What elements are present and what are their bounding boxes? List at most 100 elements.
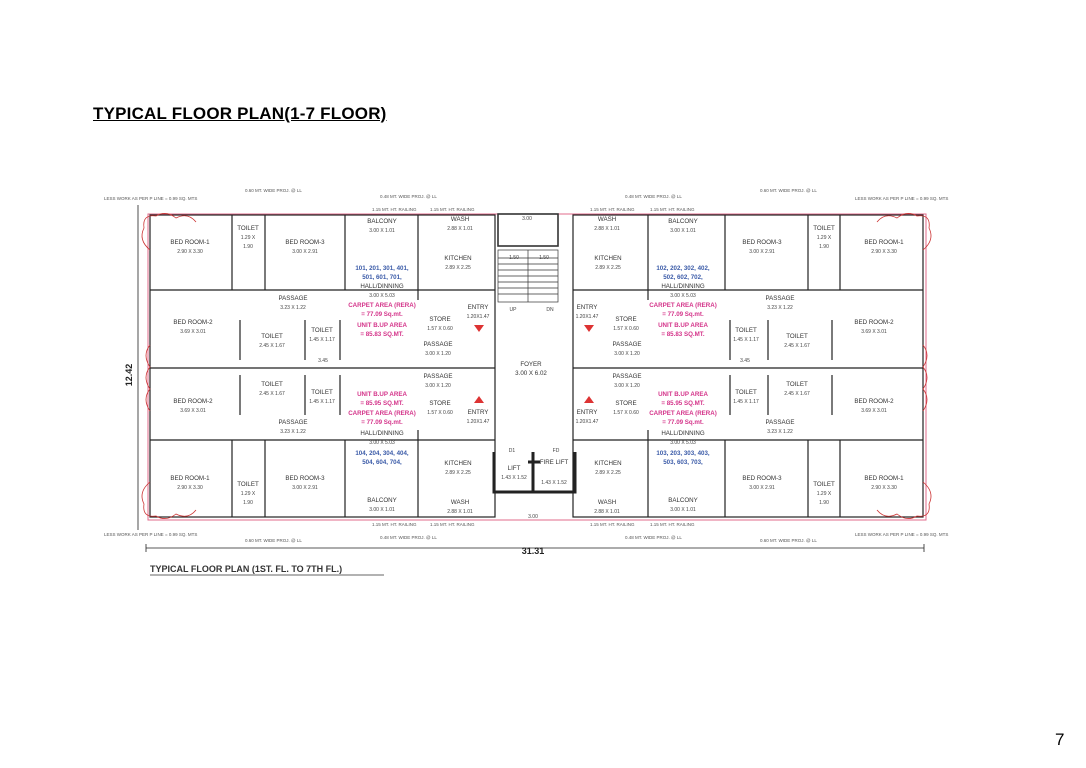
entry-arrow-br <box>584 396 594 403</box>
note-railing-br: 1.15 MT. HT. RAILING <box>590 522 635 527</box>
br-bed3-dim: 3.00 X 2.91 <box>749 485 775 491</box>
tl-passage-dim: 3.23 X 1.22 <box>280 305 306 311</box>
tl-entry: ENTRY <box>468 304 489 311</box>
tl-toilet-b: 1.90 <box>243 244 253 250</box>
staircase <box>497 249 559 303</box>
br-hall: HALL/DINNING <box>661 430 705 437</box>
br-entry: ENTRY <box>577 409 598 416</box>
tl-flats-2: 501, 601, 701, <box>362 274 402 281</box>
bl-passage-dim: 3.23 X 1.22 <box>280 429 306 435</box>
foyer-dim: 3.00 X 6.02 <box>515 370 547 377</box>
br-toilet: TOILET <box>813 481 835 488</box>
br-toilet2-dim: 2.45 X 1.67 <box>784 391 810 397</box>
overall-height: 12.42 <box>124 364 134 387</box>
bl-entry: ENTRY <box>468 409 489 416</box>
br-kitchen: KITCHEN <box>594 460 621 467</box>
tl-passage2: PASSAGE <box>423 341 452 348</box>
br-wash: WASH <box>598 499 616 506</box>
note-proj-tl: 0.60 MT. WIDE PROJ. @ LL <box>245 188 302 193</box>
bl-bed1-dim: 2.90 X 3.30 <box>177 485 203 491</box>
entry-arrow-bl <box>474 396 484 403</box>
tr-bed3-dim: 3.00 X 2.91 <box>749 249 775 255</box>
tr-toilet: TOILET <box>813 225 835 232</box>
bl-balcony: BALCONY <box>367 497 397 504</box>
br-bed3: BED ROOM-3 <box>742 475 782 482</box>
tl-bed1-dim: 2.90 X 3.30 <box>177 249 203 255</box>
tr-store-dim: 1.57 X 0.60 <box>613 326 639 332</box>
bl-toilet2: TOILET <box>261 381 283 388</box>
tl-bed2: BED ROOM-2 <box>173 319 213 326</box>
br-passage2-dim: 3.00 X 1.20 <box>614 383 640 389</box>
tl-duct: 3.45 <box>318 358 328 364</box>
tl-bed3-dim: 3.00 X 2.91 <box>292 249 318 255</box>
tl-bed1: BED ROOM-1 <box>170 239 210 246</box>
tl-wash-dim: 2.88 X 1.01 <box>447 226 473 232</box>
tl-toilet3-dim: 1.45 X 1.17 <box>309 337 335 343</box>
bl-bed2-dim: 3.69 X 3.01 <box>180 408 206 414</box>
tr-flats-1: 102, 202, 302, 402, <box>656 265 710 272</box>
tl-kitchen-dim: 2.89 X 2.25 <box>445 265 471 271</box>
bl-toilet3-dim: 1.45 X 1.17 <box>309 399 335 405</box>
tl-bed3: BED ROOM-3 <box>285 239 325 246</box>
bl-bed1: BED ROOM-1 <box>170 475 210 482</box>
tl-balcony-dim: 3.00 X 1.01 <box>369 228 395 234</box>
tr-wash: WASH <box>598 216 616 223</box>
bl-passage2-dim: 3.00 X 1.20 <box>425 383 451 389</box>
tr-bed3: BED ROOM-3 <box>742 239 782 246</box>
tl-unit: UNIT B.UP AREA <box>357 322 407 329</box>
note-railing-bl: 1.15 MT. HT. RAILING <box>372 522 417 527</box>
bl-bed3: BED ROOM-3 <box>285 475 325 482</box>
note-railing-br2: 1.15 MT. HT. RAILING <box>650 522 695 527</box>
br-passage-dim: 3.23 X 1.22 <box>767 429 793 435</box>
br-toilet3-dim: 1.45 X 1.17 <box>733 399 759 405</box>
tr-toilet-a: 1.29 X <box>817 235 832 241</box>
bl-passage2: PASSAGE <box>423 373 452 380</box>
tr-carpet: CARPET AREA (RERA) <box>649 302 717 309</box>
br-store-dim: 1.57 X 0.60 <box>613 410 639 416</box>
br-entry-dim: 1.20X1.47 <box>576 419 599 425</box>
tr-flats-2: 502, 602, 702, <box>663 274 703 281</box>
tr-passage: PASSAGE <box>765 295 794 302</box>
tr-bed1: BED ROOM-1 <box>864 239 904 246</box>
note-less-work-br: LESS WORK AS PER P LINE = 0.99 SQ. MTS <box>855 532 948 537</box>
br-passage: PASSAGE <box>765 419 794 426</box>
tr-toilet2: TOILET <box>786 333 808 340</box>
foyer-label: FOYER <box>520 361 542 368</box>
stair-dim-l: 1.50 <box>509 255 519 261</box>
tr-store: STORE <box>615 316 636 323</box>
tl-flats-1: 101, 201, 301, 401, <box>355 265 409 272</box>
bl-store-dim: 1.57 X 0.60 <box>427 410 453 416</box>
bl-entry-dim: 1.20X1.47 <box>467 419 490 425</box>
bl-kitchen: KITCHEN <box>444 460 471 467</box>
note-proj-tr: 0.60 MT. WIDE PROJ. @ LL <box>760 188 817 193</box>
note-railing-tr2: 1.15 MT. HT. RAILING <box>650 207 695 212</box>
tl-toilet: TOILET <box>237 225 259 232</box>
lift-dim: 1.43 X 1.52 <box>501 475 527 481</box>
entry-arrow-tr <box>584 325 594 332</box>
tr-passage2: PASSAGE <box>612 341 641 348</box>
tl-carpet-val: = 77.09 Sq.mt. <box>361 311 403 318</box>
bl-carpet-val: = 77.09 Sq.mt. <box>361 419 403 426</box>
bl-toilet3: TOILET <box>311 389 333 396</box>
note-proj-bl: 0.60 MT. WIDE PROJ. @ LL <box>245 538 302 543</box>
scalloped-corners <box>141 213 932 519</box>
br-balcony-dim: 3.00 X 1.01 <box>670 507 696 513</box>
bl-toilet: TOILET <box>237 481 259 488</box>
tr-passage2-dim: 3.00 X 1.20 <box>614 351 640 357</box>
stair-dim-r: 1.50 <box>539 255 549 261</box>
bl-toilet-b: 1.90 <box>243 500 253 506</box>
bl-hall-dim: 3.00 X 5.03 <box>369 440 395 446</box>
br-unit: UNIT B.UP AREA <box>658 391 708 398</box>
tr-toilet3-dim: 1.45 X 1.17 <box>733 337 759 343</box>
fire-lift-label: FIRE LIFT <box>540 459 569 466</box>
dimension-lines <box>137 205 925 552</box>
tl-toilet-a: 1.29 X <box>241 235 256 241</box>
lift-label: LIFT <box>508 465 521 472</box>
note-railing-tl2: 1.15 MT. HT. RAILING <box>430 207 475 212</box>
bl-passage: PASSAGE <box>278 419 307 426</box>
tr-entry: ENTRY <box>577 304 598 311</box>
tr-bed2: BED ROOM-2 <box>854 319 894 326</box>
tr-toilet-b: 1.90 <box>819 244 829 250</box>
stair-landing <box>497 213 559 247</box>
